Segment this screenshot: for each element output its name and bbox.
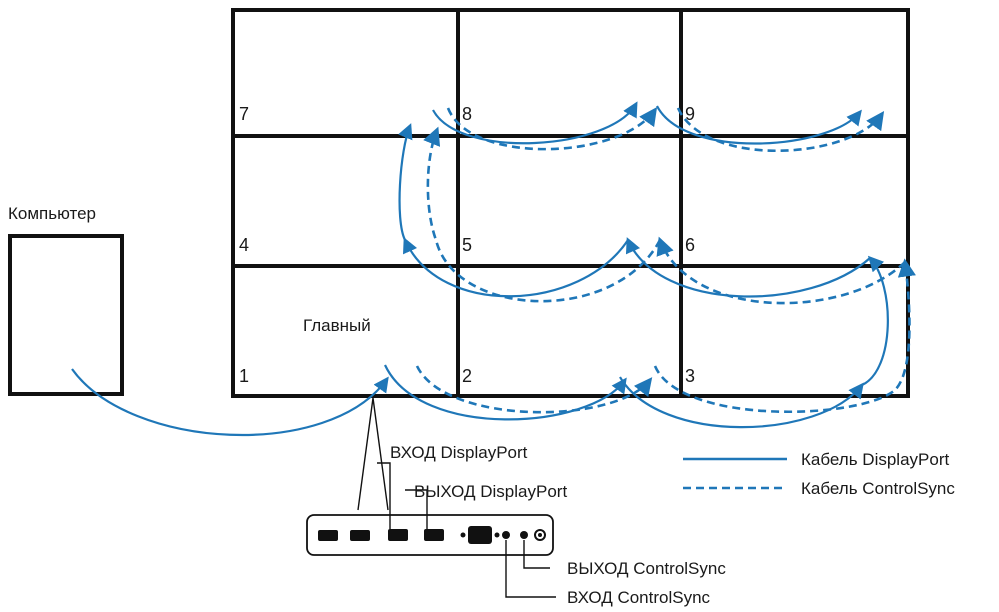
dp-cable-3-up: [861, 255, 889, 387]
computer-label: Компьютер: [8, 204, 96, 223]
dp-in-label: ВХОД DisplayPort: [390, 443, 528, 462]
audio-jack-icon: [534, 529, 546, 541]
dp-cable-6-to-5: [625, 237, 871, 298]
dp-cable-5-to-4: [403, 237, 629, 298]
legend-cs-label: Кабель ControlSync: [801, 479, 955, 498]
vga-port-icon: [468, 526, 492, 544]
monitor-number: 5: [462, 235, 472, 255]
monitor-number: 1: [239, 366, 249, 386]
dp-cable-4-up: [398, 123, 413, 241]
cs-out-leader: [523, 540, 550, 569]
monitor-number: 4: [239, 235, 249, 255]
port-callout: [357, 397, 389, 511]
dp-cable-computer-to-1: [71, 368, 389, 436]
legend-dp-label: Кабель DisplayPort: [801, 450, 949, 469]
port-panel: [306, 514, 554, 556]
wall-frame: [231, 8, 910, 398]
displayport-out-icon: [424, 529, 444, 541]
cs-in-leader: [505, 540, 556, 598]
cs-cable-6-to-5: [656, 236, 906, 305]
cs-cable-1-to-2: [415, 365, 653, 414]
monitor-number: 7: [239, 104, 249, 124]
dp-out-label: ВЫХОД DisplayPort: [414, 482, 567, 501]
primary-label: Главный: [303, 316, 371, 335]
audio-jack-icon: [538, 533, 542, 537]
cs-cable-2-to-3: [653, 258, 916, 414]
dp-cable-7-to-8: [432, 101, 638, 145]
monitor-number: 9: [685, 104, 695, 124]
dp-cable-2-to-3: [619, 376, 864, 429]
cs-in-label: ВХОД ControlSync: [567, 588, 711, 607]
monitor-number: 3: [685, 366, 695, 386]
cs-cable-7-to-8: [446, 107, 658, 151]
cs-cable-5-to-4: [423, 126, 662, 303]
cs-out-label: ВЫХОД ControlSync: [567, 559, 726, 578]
controlsync-in-jack-icon: [502, 531, 510, 539]
hdmi-port-icon: [318, 530, 338, 541]
computer-box: [8, 234, 124, 396]
vga-screw-icon: [494, 532, 500, 538]
displayport-in-icon: [388, 529, 408, 541]
dp-cable-8-to-9: [656, 105, 862, 145]
hdmi-port-icon: [350, 530, 370, 541]
monitor-number: 8: [462, 104, 472, 124]
vga-screw-icon: [460, 532, 466, 538]
monitor-number: 2: [462, 366, 472, 386]
displayport-cables: [71, 101, 889, 436]
legend: Кабель DisplayPort Кабель ControlSync: [683, 450, 955, 498]
monitor-number: 6: [685, 235, 695, 255]
dp-out-leader: [405, 489, 428, 529]
controlsync-out-jack-icon: [520, 531, 528, 539]
dp-cable-1-to-2: [384, 364, 627, 421]
controlsync-cables: [415, 107, 916, 414]
monitor-grid: [231, 8, 910, 398]
cs-cable-8-to-9: [676, 107, 885, 152]
dp-in-leader: [377, 462, 391, 529]
